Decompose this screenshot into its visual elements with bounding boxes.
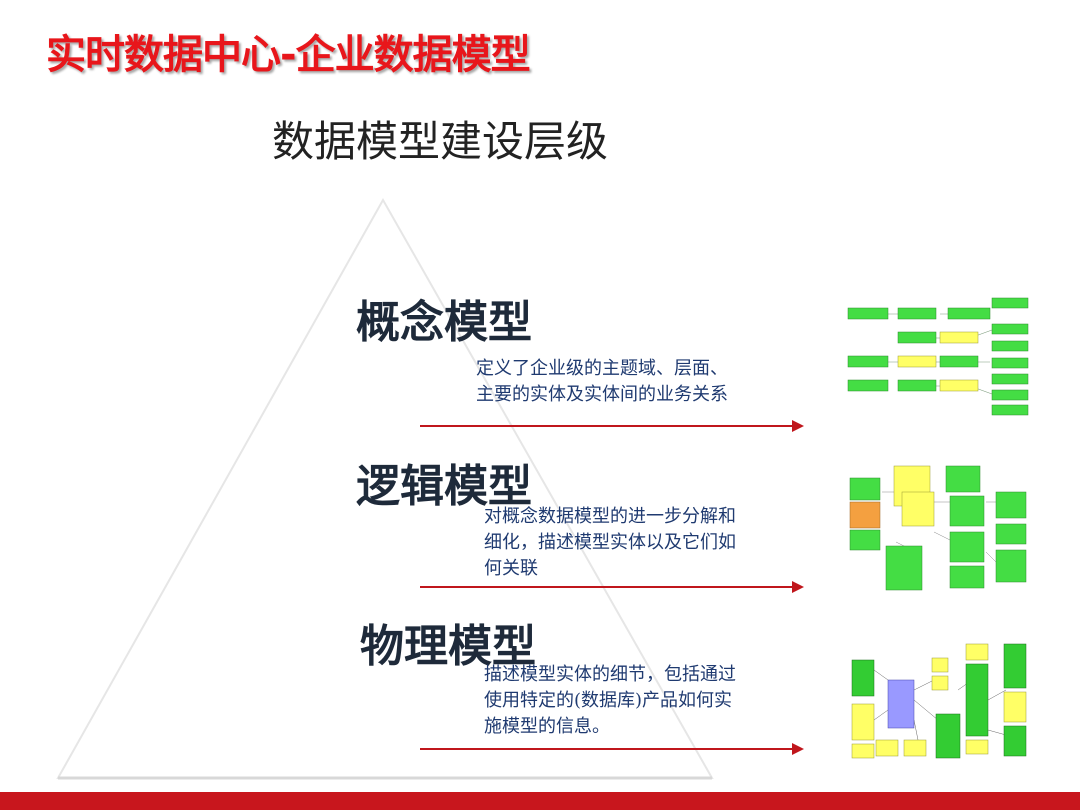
- level-desc-conceptual: 定义了企业级的主题域、层面、 主要的实体及实体间的业务关系: [476, 358, 728, 405]
- logical-model-diagram: [849, 465, 1027, 591]
- level-name-conceptual: 概念模型: [356, 297, 532, 348]
- physical-model-diagram: [851, 643, 1027, 759]
- level-desc-logical: 对概念数据模型的进一步分解和 细化，描述模型实体以及它们如 何关联: [484, 506, 736, 579]
- level-name-physical: 物理模型: [360, 621, 536, 672]
- footer-bar: [0, 792, 1080, 810]
- arrow-logical: [420, 581, 804, 593]
- slide-subtitle: 数据模型建设层级: [272, 117, 609, 166]
- arrow-conceptual: [420, 420, 804, 432]
- slide-title: 实时数据中心-企业数据模型: [46, 32, 531, 78]
- level-name-logical: 逻辑模型: [356, 461, 532, 512]
- arrow-physical: [420, 743, 804, 755]
- conceptual-model-diagram: [847, 297, 1029, 416]
- level-desc-physical: 描述模型实体的细节，包括通过 使用特定的(数据库)产品如何实 施模型的信息。: [484, 664, 736, 737]
